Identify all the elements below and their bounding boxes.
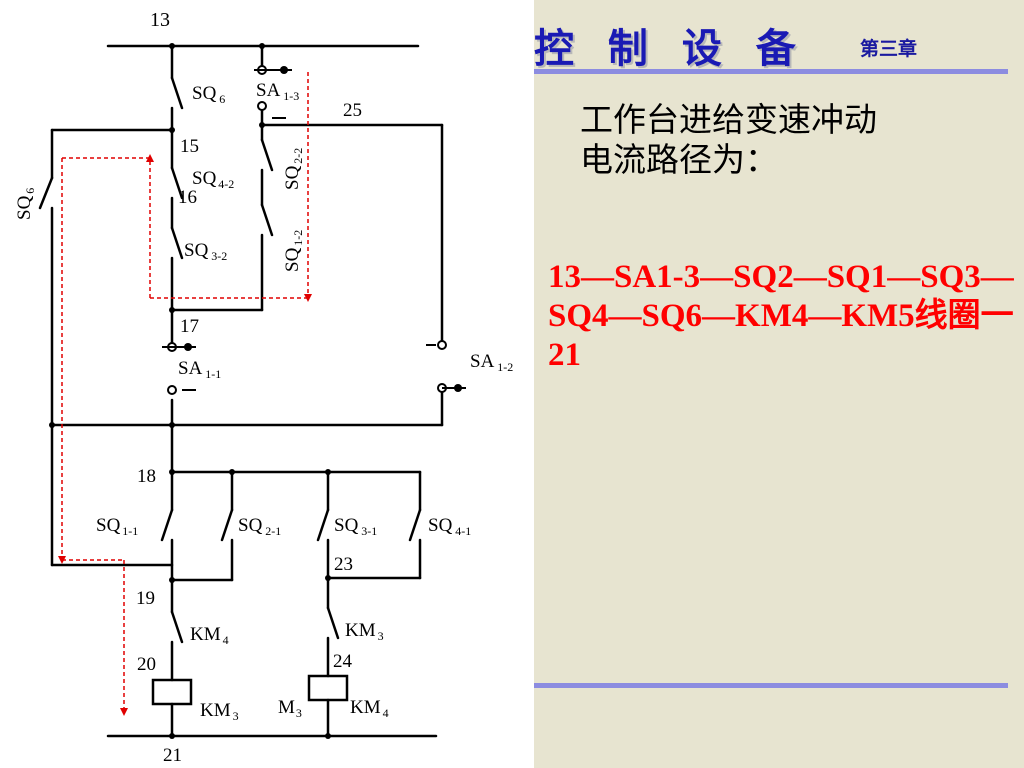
label-sq2-2: SQ2-2 <box>282 148 305 190</box>
node-25: 25 <box>343 100 362 121</box>
node-15: 15 <box>180 136 199 157</box>
node-21: 21 <box>163 745 182 766</box>
current-path-text: 13—SA1-3—SQ2—SQ1—SQ3—SQ4—SQ6—KM4—KM5线圈一2… <box>548 259 1014 373</box>
label-sq6-left: SQ6 <box>14 188 37 220</box>
label-m3: M3 <box>278 697 302 720</box>
intro-text: 工作台进给变速冲动 电流路径为： <box>580 100 980 180</box>
node-18: 18 <box>137 466 156 487</box>
label-sq1-2: SQ1-2 <box>282 230 305 272</box>
node-23: 23 <box>334 554 353 575</box>
intro-line-1: 工作台进给变速冲动 <box>580 100 877 139</box>
header-rule <box>534 69 1008 74</box>
node-17: 17 <box>180 316 199 337</box>
footer-rule <box>534 683 1008 688</box>
chapter-label: 第三章 <box>860 38 918 60</box>
node-16: 16 <box>178 187 197 208</box>
node-19: 19 <box>136 588 155 609</box>
node-24: 24 <box>333 651 353 672</box>
node-20: 20 <box>137 654 156 675</box>
slide-title: 控 制 设 备 <box>534 25 806 72</box>
intro-line-2: 电流路径为： <box>580 140 778 179</box>
node-13: 13 <box>150 9 170 31</box>
circuit-diagram: 13 15 16 17 18 19 20 21 23 24 25 SQ6 SA1… <box>0 0 534 768</box>
